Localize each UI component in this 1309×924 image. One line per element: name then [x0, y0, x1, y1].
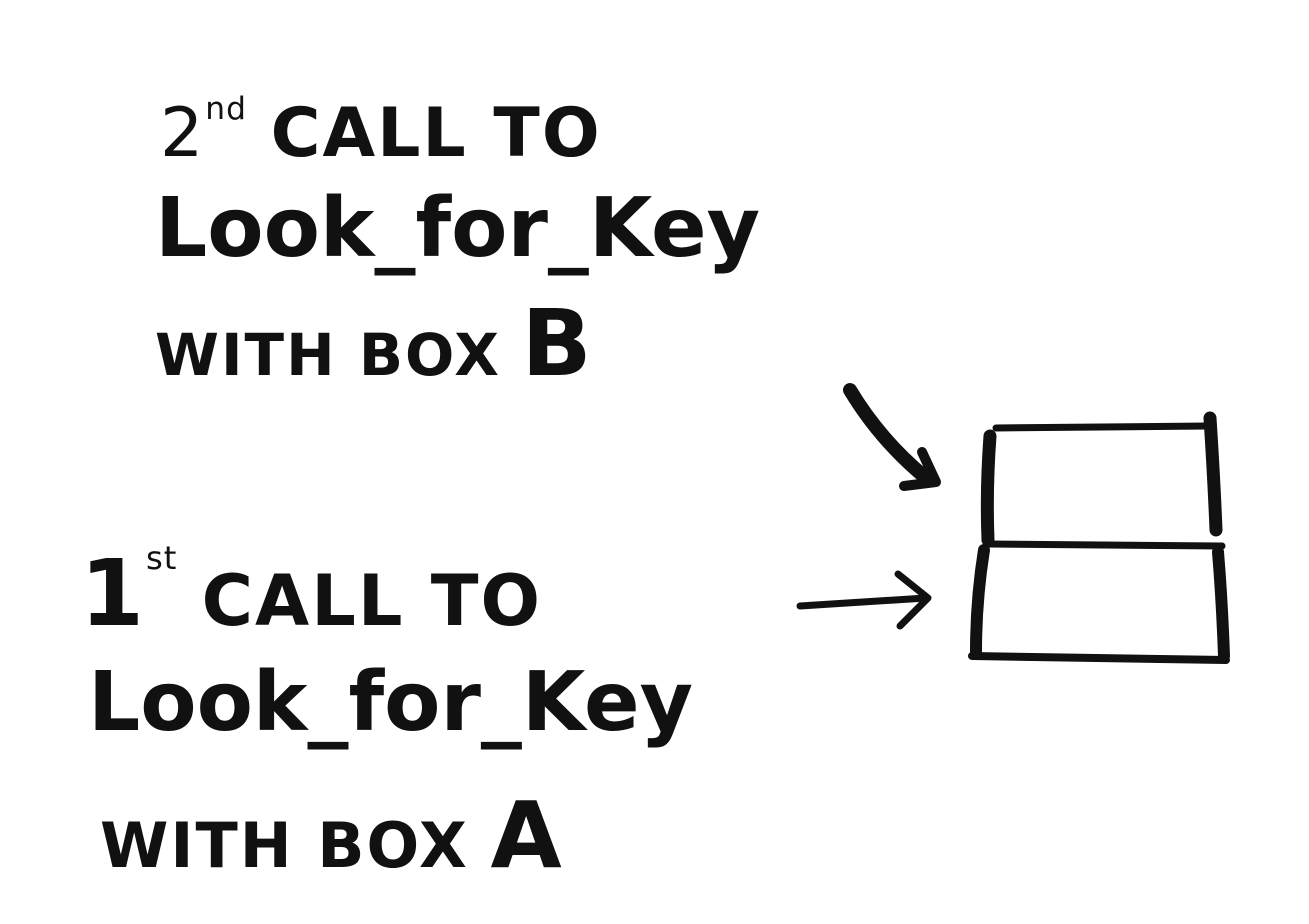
first-call-ordinal-suffix: st [146, 539, 178, 577]
stack-frame-top-right-side [1203, 411, 1223, 537]
first-call-box-line: WITH BOX A [100, 790, 564, 882]
stack-frame-top-lid [992, 422, 1212, 432]
arrow-top-shaft [843, 383, 933, 485]
second-call-function-name: Look_for_Key [155, 181, 761, 276]
first-call-with-text: WITH BOX [100, 809, 469, 882]
stack-frame-bottom [968, 544, 1230, 664]
first-call-ordinal-number: 1 [80, 540, 147, 647]
first-call-heading: 1st CALL TO [80, 542, 543, 642]
stack-frame-bottom-right-side [1212, 546, 1230, 662]
arrow-top-head [899, 447, 941, 491]
second-call-ordinal-suffix: nd [205, 91, 247, 127]
second-call-with-text: WITH BOX [155, 321, 502, 389]
second-call-box-line: WITH BOX B [155, 298, 594, 390]
arrow-to-bottom-frame [796, 570, 932, 630]
second-call-heading-text: CALL TO [270, 94, 602, 173]
first-call-function-name: Look_for_Key [88, 655, 694, 750]
second-call-box-letter: B [521, 290, 594, 397]
arrow-bottom-head [894, 570, 932, 630]
stack-frame-top-left-side [980, 429, 997, 547]
arrow-to-top-frame [843, 383, 941, 491]
stack-frame-bottom-left-side [970, 544, 990, 658]
second-call-heading: 2nd CALL TO [160, 93, 602, 168]
stack-frame-divider [984, 540, 1226, 550]
second-call-ordinal-number: 2 [160, 94, 206, 173]
stack-frame-bottom-base [968, 652, 1230, 664]
stack-frame-top [980, 411, 1226, 550]
first-call-heading-text: CALL TO [201, 560, 543, 642]
arrow-bottom-shaft [796, 594, 930, 610]
first-call-box-letter: A [490, 782, 564, 889]
